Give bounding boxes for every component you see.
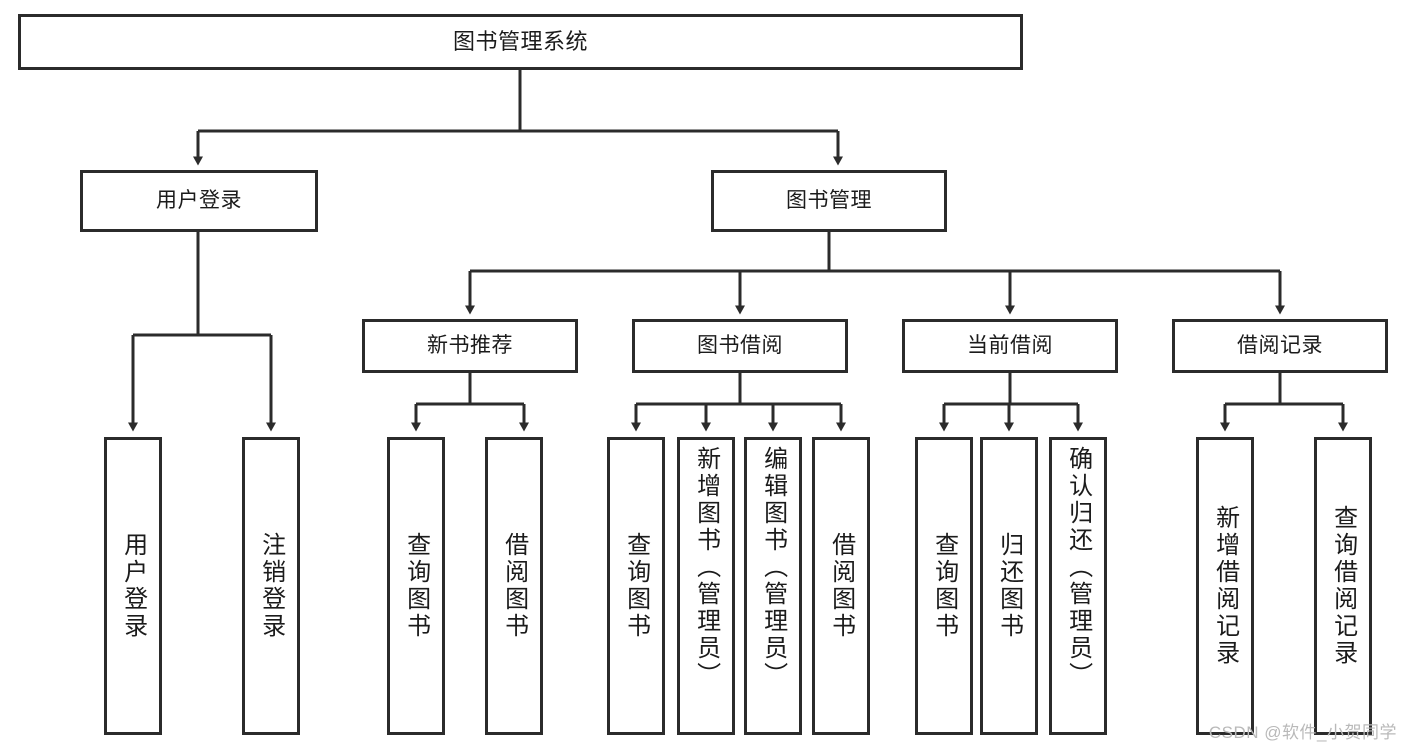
node-new-book-recommend[interactable]: 新书推荐 — [362, 319, 578, 373]
leaf-borrow-edit-book-admin[interactable]: 编辑图书（管理员） — [744, 437, 802, 735]
leaf-new-book-query[interactable]: 查询图书 — [387, 437, 445, 735]
leaf-borrow-add-book-admin[interactable]: 新增图书（管理员） — [677, 437, 735, 735]
leaf-current-confirm-return-admin[interactable]: 确认归还（管理员） — [1049, 437, 1107, 735]
node-borrow-record[interactable]: 借阅记录 — [1172, 319, 1388, 373]
leaf-user-login-login[interactable]: 用户登录 — [104, 437, 162, 735]
node-current-borrow[interactable]: 当前借阅 — [902, 319, 1118, 373]
node-root-system[interactable]: 图书管理系统 — [18, 14, 1023, 70]
leaf-new-book-borrow[interactable]: 借阅图书 — [485, 437, 543, 735]
node-book-borrow[interactable]: 图书借阅 — [632, 319, 848, 373]
node-user-login[interactable]: 用户登录 — [80, 170, 318, 232]
leaf-user-login-logout[interactable]: 注销登录 — [242, 437, 300, 735]
leaf-borrow-query-book[interactable]: 查询图书 — [607, 437, 665, 735]
leaf-record-query-record[interactable]: 查询借阅记录 — [1314, 437, 1372, 735]
leaf-borrow-borrow-book[interactable]: 借阅图书 — [812, 437, 870, 735]
node-book-management[interactable]: 图书管理 — [711, 170, 947, 232]
leaf-current-return-book[interactable]: 归还图书 — [980, 437, 1038, 735]
leaf-current-query-book[interactable]: 查询图书 — [915, 437, 973, 735]
leaf-record-add-record[interactable]: 新增借阅记录 — [1196, 437, 1254, 735]
